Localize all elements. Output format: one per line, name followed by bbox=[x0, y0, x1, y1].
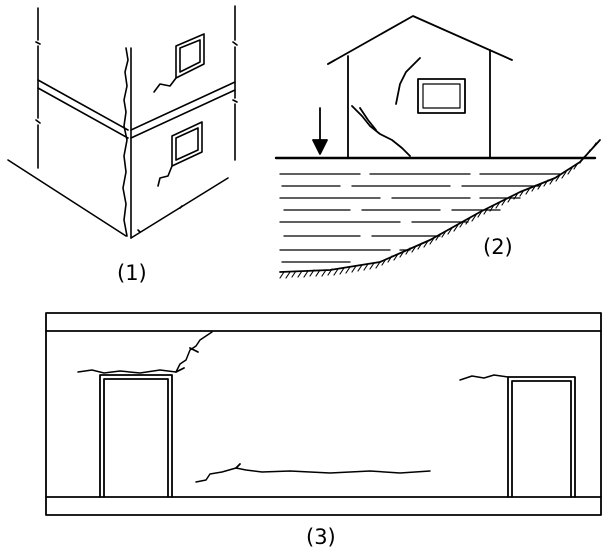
lower-window-crack bbox=[157, 165, 173, 187]
house-walls bbox=[347, 49, 491, 159]
upper-window-crack bbox=[153, 77, 177, 93]
corner-crack-line bbox=[122, 47, 129, 237]
house-window bbox=[417, 78, 466, 114]
figure-3-caption: (3) bbox=[306, 525, 336, 549]
right-door bbox=[507, 376, 576, 498]
right-wall-edge bbox=[232, 5, 238, 161]
natural-ground-slope bbox=[279, 139, 601, 273]
roof bbox=[327, 15, 513, 65]
slope-hatching bbox=[279, 142, 597, 279]
right-crack bbox=[459, 374, 509, 381]
wall-crack-lower bbox=[351, 105, 411, 157]
wall-outline bbox=[45, 312, 602, 516]
left-wall-edge bbox=[35, 7, 41, 169]
floor-band-right bbox=[130, 81, 236, 139]
wall-crack-upper bbox=[395, 57, 421, 105]
lower-window bbox=[171, 121, 203, 167]
left-door bbox=[99, 374, 173, 498]
figure-1-caption: (1) bbox=[117, 261, 147, 285]
ground-line-left bbox=[7, 159, 127, 237]
stepped-crack bbox=[77, 331, 213, 374]
floor-crack bbox=[195, 467, 431, 483]
figure-2-caption: (2) bbox=[483, 235, 513, 259]
fill-layers bbox=[279, 173, 561, 263]
floor-band-left bbox=[37, 79, 129, 139]
upper-window bbox=[175, 33, 205, 79]
